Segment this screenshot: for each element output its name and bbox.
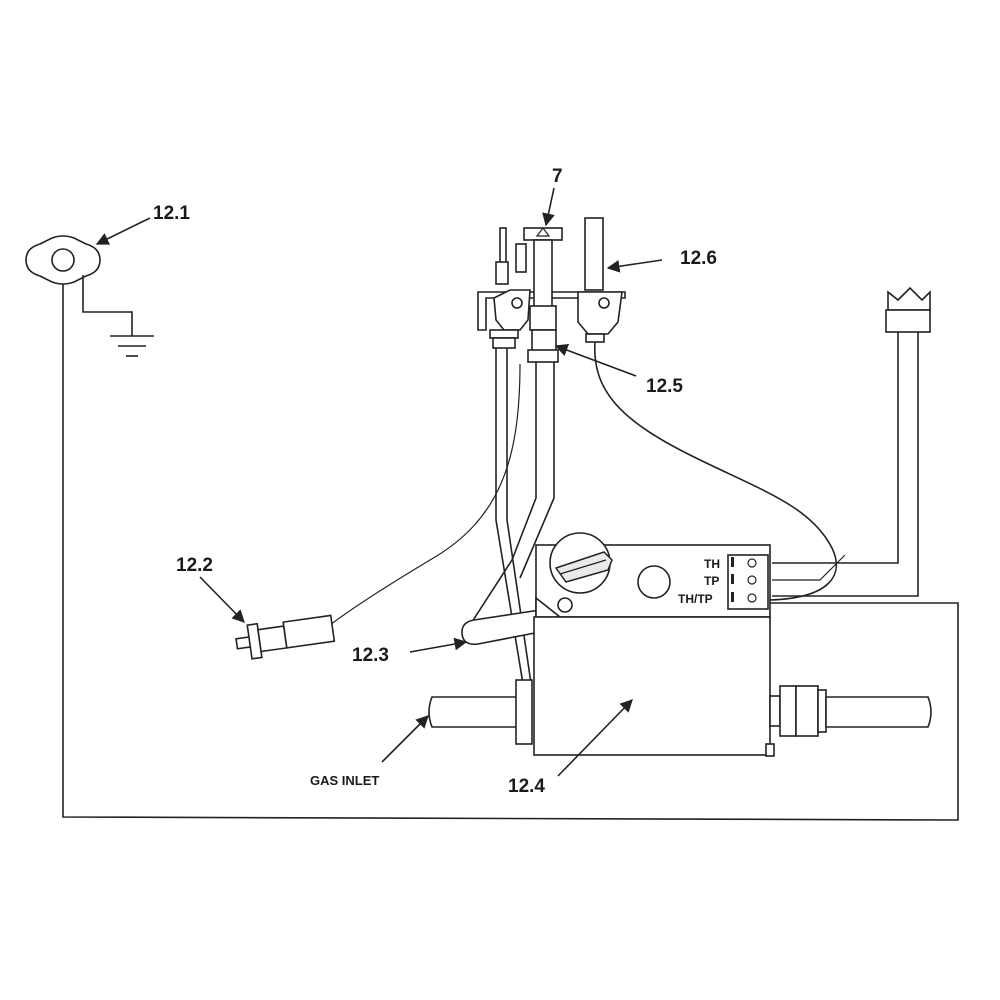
thermocouple-lead [594,341,838,601]
gas-valve [533,532,775,757]
tp-wire [772,554,846,581]
thermostat-connector [885,286,931,333]
electrode-wire [329,363,521,626]
pilot-gas-tube [469,362,537,626]
gas-inlet-pipe [428,679,533,745]
control-knob-icon [549,532,613,594]
arrow-12-2 [199,576,245,623]
arrow-7 [542,187,555,227]
label-12-5: 12.5 [646,376,683,397]
thermostat-wire-b [772,332,919,597]
label-12-3: 12.3 [352,645,389,666]
arrow-12-4 [557,699,633,777]
terminal-tp-label: TP [704,574,719,588]
label-12-1: 12.1 [153,203,190,224]
terminal-th-tp-label: TH/TP [678,592,713,606]
arrow-12-6 [606,259,663,273]
thermostat-wire-a [772,332,899,564]
ground-loop-wire [62,280,959,821]
terminal-strip [727,554,769,610]
label-12-2: 12.2 [176,555,213,576]
arrow-gas-inlet [381,715,429,763]
pilot-gas-tube-inner [519,362,555,579]
label-7: 7 [552,166,563,187]
ground-symbol-icon [110,335,154,357]
gas-outlet-pipe [769,685,932,737]
arrow-12-3 [409,637,468,653]
terminal-th-label: TH [704,557,720,571]
label-12-4: 12.4 [508,776,545,797]
pilot-assembly [477,217,626,363]
ground-lug [25,235,133,336]
label-gas-inlet: GAS INLET [310,773,379,788]
arrow-12-5 [554,344,637,377]
arrow-12-1 [95,217,151,245]
piezo-igniter [235,614,336,660]
label-12-6: 12.6 [680,248,717,269]
